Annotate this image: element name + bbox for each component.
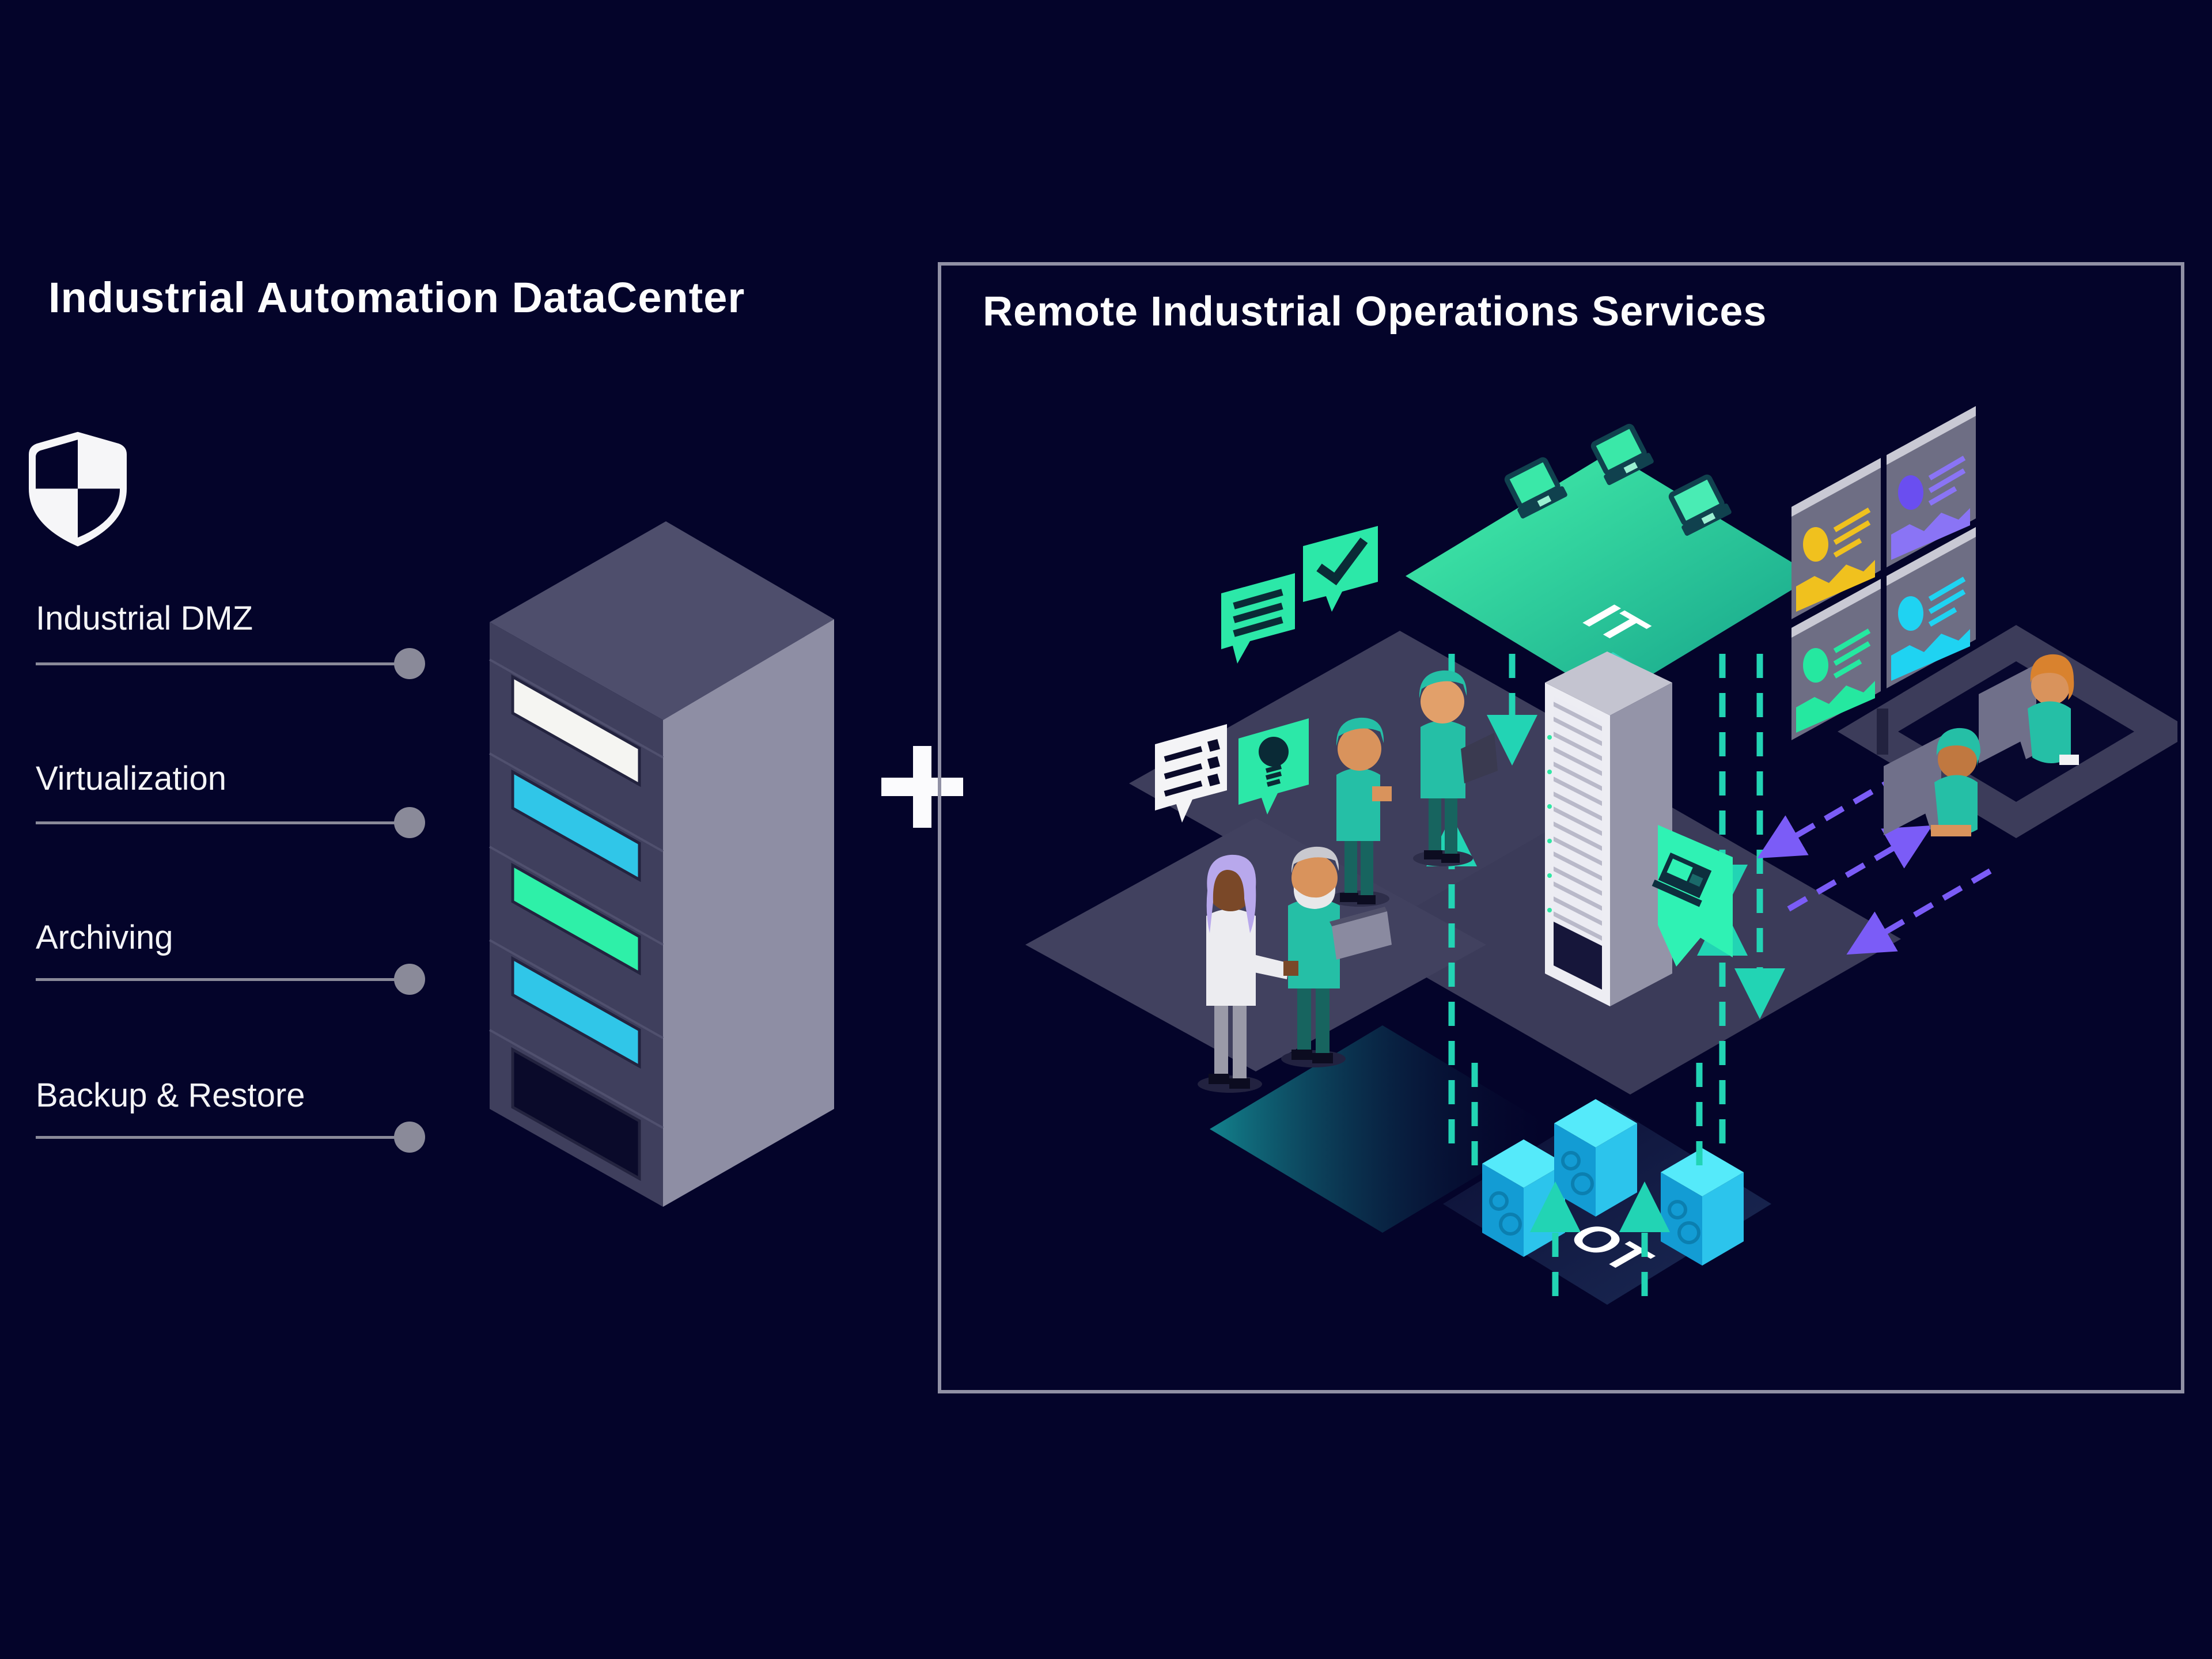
server-bottom-opening [1554, 922, 1602, 990]
person-engineer-laptop [1281, 846, 1392, 1067]
operator-head [1938, 740, 1977, 779]
operator-head [2031, 666, 2070, 705]
operator-hands [1931, 825, 1971, 836]
ot-platform: OT [1443, 1099, 1771, 1305]
monitor-wall-pole [1877, 709, 1888, 755]
seated-operator-workstation [1884, 728, 1980, 836]
deco-teal-diamond [1210, 1025, 1555, 1233]
central-server-tower [1545, 652, 1733, 1006]
feature-rule [36, 648, 425, 679]
person-analyst-purple-hair [1198, 854, 1298, 1093]
feature-item-archiving: Archiving [36, 918, 439, 957]
feature-label: Backup & Restore [36, 1077, 305, 1114]
feature-label: Industrial DMZ [36, 600, 253, 637]
rule-end-dot [394, 1122, 425, 1153]
server-top-face [1545, 652, 1672, 715]
server-rack-stripes [1554, 696, 1602, 990]
person-technician-cap [1330, 717, 1392, 907]
rack-slot-cyan-2 [511, 956, 641, 1069]
operator-torso [2028, 701, 2071, 763]
feature-rule [36, 807, 425, 838]
feature-rule [36, 964, 425, 995]
laptop-icon [1668, 474, 1732, 536]
feature-label: Archiving [36, 919, 173, 956]
remote-operations-scene: IT [1025, 406, 2177, 1305]
laptop-icon [1504, 457, 1567, 519]
feature-item-industrial-dmz: Industrial DMZ [36, 599, 439, 638]
operator-shoe [2059, 755, 2079, 765]
shield-checkered-icon [29, 431, 127, 547]
left-panel-title: Industrial Automation DataCenter [48, 274, 745, 321]
operator-torso [1934, 775, 1978, 835]
feature-item-backup-restore: Backup & Restore [36, 1076, 439, 1115]
feature-item-virtualization: Virtualization [36, 759, 439, 798]
right-panel-title: Remote Industrial Operations Services [983, 289, 1767, 335]
rack-slot-green [511, 862, 641, 976]
rack-slot-cyan-1 [511, 769, 641, 882]
datacenter-rack-illustration [489, 521, 834, 1207]
plus-vertical-bar [913, 746, 931, 828]
speech-bubble-list-green [1221, 573, 1295, 664]
operator-hair-orange [2030, 654, 2074, 700]
dashboard-screen-cyan [1887, 527, 1976, 688]
right-panel-border [938, 262, 2184, 1393]
ot-cube [1554, 1099, 1637, 1217]
badge-laptop-glyph [1652, 853, 1712, 907]
rule-end-dot [394, 964, 425, 995]
it-platform: IT [1406, 423, 1815, 700]
server-right-face [1610, 683, 1672, 1006]
seated-operator-workstation [1979, 654, 2079, 765]
rack-top-face [490, 521, 834, 720]
dashboard-screen-yellow [1791, 458, 1881, 619]
rule-end-dot [394, 807, 425, 838]
rack-slot-empty [511, 1047, 641, 1181]
rack-right-face [663, 619, 834, 1207]
dashboard-screen-purple [1887, 406, 1976, 567]
speech-bubble-lightbulb-green [1238, 718, 1309, 815]
rule-end-dot [394, 648, 425, 679]
dashboard-screen-green [1791, 579, 1881, 740]
dashboard-monitor-wall [1791, 406, 1976, 755]
data-flow-arrows-purple [1757, 772, 1992, 955]
speech-bubble-checklist-white [1155, 724, 1227, 823]
person-supervisor-clipboard [1413, 670, 1498, 866]
speech-bubble-check-green [1303, 526, 1378, 612]
plus-connector-icon [881, 746, 963, 828]
rack-unit-separators [489, 658, 664, 1129]
secure-access-badge [1652, 825, 1733, 967]
feature-label: Virtualization [36, 760, 227, 797]
ot-cube [1661, 1148, 1744, 1266]
laptop-icon [1590, 423, 1654, 486]
rack-slot-white [511, 674, 641, 787]
server-status-leds [1547, 735, 1552, 912]
operator-cap-teal [1936, 728, 1980, 766]
feature-rule [36, 1122, 425, 1153]
